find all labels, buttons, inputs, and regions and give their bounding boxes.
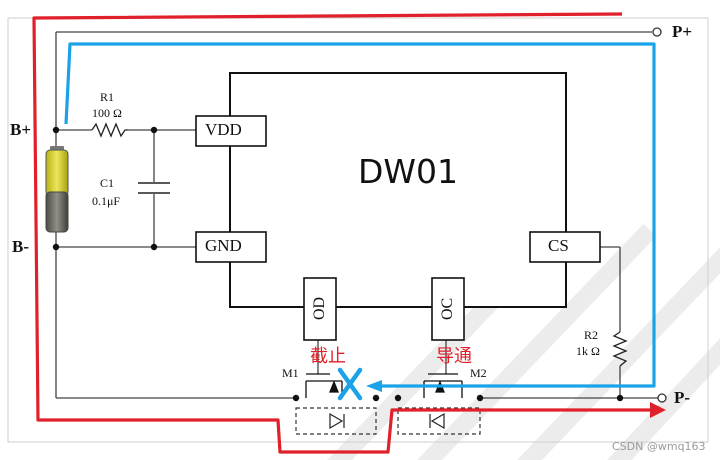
dw01-chip-body (229, 72, 567, 308)
body-diode-icons (329, 412, 445, 430)
terminal-p-plus-label: P+ (672, 22, 693, 41)
m1-state-annotation: 截止 (310, 346, 346, 367)
m1-name-label: M1 (282, 366, 299, 380)
blue-arrow-head-icon (366, 380, 382, 392)
terminal-b-minus-label: B- (12, 237, 29, 256)
r2-value-label: 1k Ω (576, 344, 600, 358)
c1-value-label: 0.1μF (92, 194, 121, 208)
r2-resistor-symbol (612, 331, 628, 367)
r1-name-label: R1 (100, 90, 115, 104)
r1-resistor-symbol (91, 122, 128, 138)
red-current-path (32, 12, 650, 454)
r2-name-label: R2 (584, 328, 599, 342)
c1-capacitor-symbol (138, 182, 170, 194)
watermark-label: CSDN @wmq163 (612, 440, 706, 453)
wires (55, 31, 658, 399)
blocked-cross-icon (337, 367, 363, 401)
pin-gnd-box (195, 231, 267, 263)
m2-name-label: M2 (470, 366, 487, 380)
p-minus-terminal-icon (657, 393, 667, 403)
terminal-b-plus-label: B+ (10, 120, 32, 139)
blue-current-path (64, 42, 656, 388)
m2-state-annotation: 导通 (436, 346, 472, 367)
battery-icon (45, 146, 69, 233)
terminal-p-minus-label: P- (674, 388, 691, 407)
p-plus-terminal-icon (652, 27, 662, 37)
chip-name-label: DW01 (358, 152, 459, 191)
body-diode-region (295, 407, 481, 435)
red-arrow-head-icon (650, 402, 666, 418)
pin-od-label: OD (311, 296, 328, 320)
pin-vdd-label: VDD (205, 120, 242, 139)
pin-cs-box (529, 231, 601, 263)
pin-vdd-box (195, 115, 267, 147)
pin-oc-box (431, 277, 465, 341)
pin-gnd-label: GND (205, 236, 242, 255)
pin-oc-label: OC (439, 297, 456, 320)
r1-value-label: 100 Ω (92, 106, 122, 120)
c1-name-label: C1 (100, 176, 115, 190)
junction-dots (52, 126, 624, 402)
pin-od-box (303, 277, 337, 341)
outer-frame (7, 17, 709, 443)
m1-mosfet-symbol (305, 373, 343, 398)
pin-cs-label: CS (548, 236, 569, 255)
